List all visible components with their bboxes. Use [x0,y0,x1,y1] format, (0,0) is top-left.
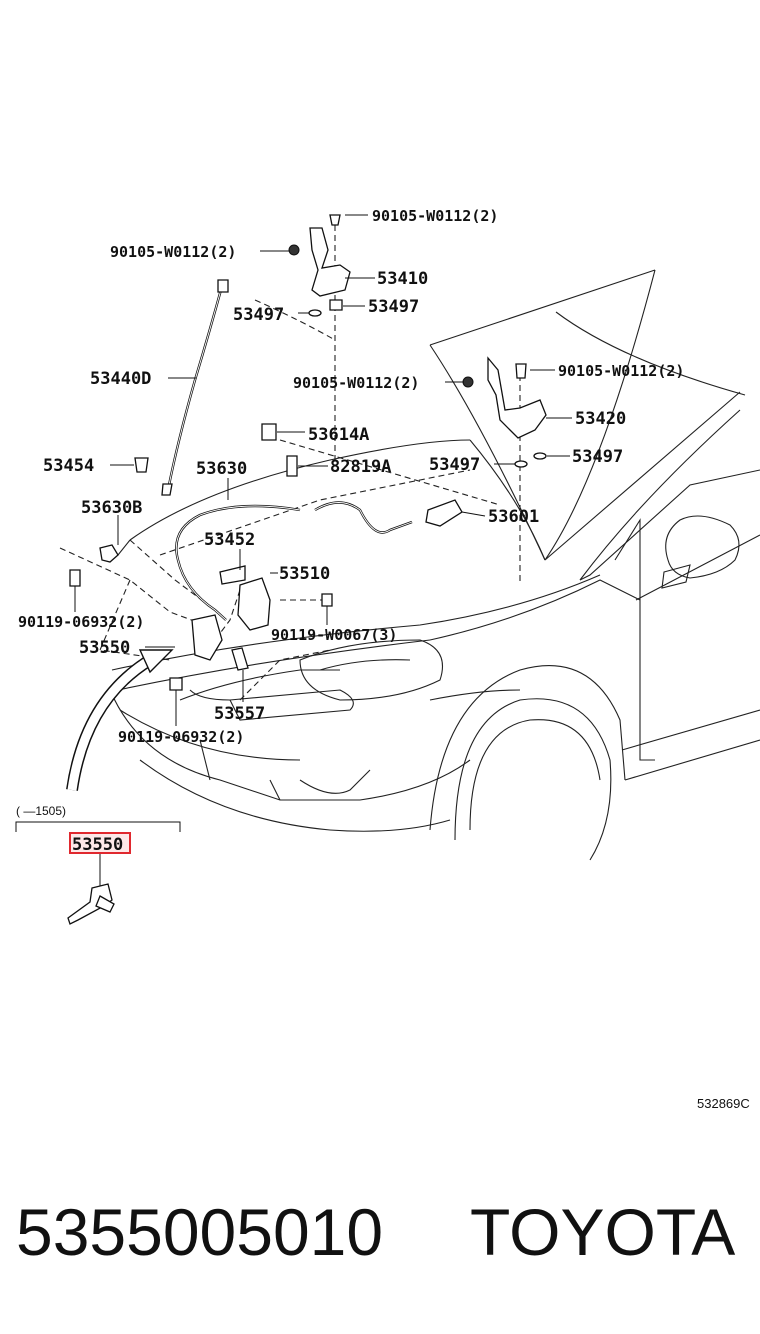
label-hinge-right[interactable]: 53420 [575,409,626,429]
figure-code: 532869C [697,1096,750,1111]
label-hinge-left[interactable]: 53410 [377,269,428,289]
part-labels: 90105-W0112(2) 90105-W0112(2) 53410 5349… [18,207,684,746]
hinge-right-drawing [462,356,547,468]
label-support-rod[interactable]: 53440D [90,369,151,389]
lock-assembly-drawing [191,565,271,671]
release-cable-drawing [175,499,463,621]
label-bracket[interactable]: 53452 [204,530,255,550]
label-cushion-c[interactable]: 53497 [429,455,480,475]
label-lock-assy[interactable]: 53510 [279,564,330,584]
footer-brand: TOYOTA [470,1195,735,1269]
label-cushion-left[interactable]: 53454 [43,456,94,476]
label-clamp[interactable]: 82819A [330,457,391,477]
label-bolt-hinge-left[interactable]: 90105-W0112(2) [110,243,236,261]
label-catch[interactable]: 53550 [79,638,130,658]
label-bolt-hinge-top[interactable]: 90105-W0112(2) [372,207,498,225]
label-lock-sub[interactable]: 53557 [214,704,265,724]
label-bolt-center[interactable]: 90105-W0112(2) [293,374,419,392]
label-cushion-d[interactable]: 53497 [572,447,623,467]
highlighted-part-label[interactable]: 53550 [72,835,123,855]
label-release-lever[interactable]: 53601 [488,507,539,527]
label-screw-bottom[interactable]: 90119-06932(2) [118,728,244,746]
highlight-box [69,832,131,854]
footer-part-number: 5355005010 [16,1195,383,1269]
hinge-left-drawing [288,214,351,317]
label-screw-left[interactable]: 90119-06932(2) [18,613,144,631]
leader-lines [74,214,572,888]
front-arrow [66,649,174,791]
small-parts-drawing [69,423,333,691]
detail-inset: ( —1505) 53550 [15,804,181,925]
label-hinge-cushion-b[interactable]: 53497 [233,305,284,325]
label-clip-rod[interactable]: 53614A [308,425,369,445]
detail-range: ( —1505) [16,804,66,818]
car-body-outline [109,269,760,861]
label-clip-cable[interactable]: 53630B [81,498,142,518]
label-hinge-cushion-a[interactable]: 53497 [368,297,419,317]
support-rod-drawing [161,279,229,496]
label-bolt-hinge-right[interactable]: 90105-W0112(2) [558,362,684,380]
label-release-cable[interactable]: 53630 [196,459,247,479]
label-screw-lock[interactable]: 90119-W0067(3) [271,626,397,644]
